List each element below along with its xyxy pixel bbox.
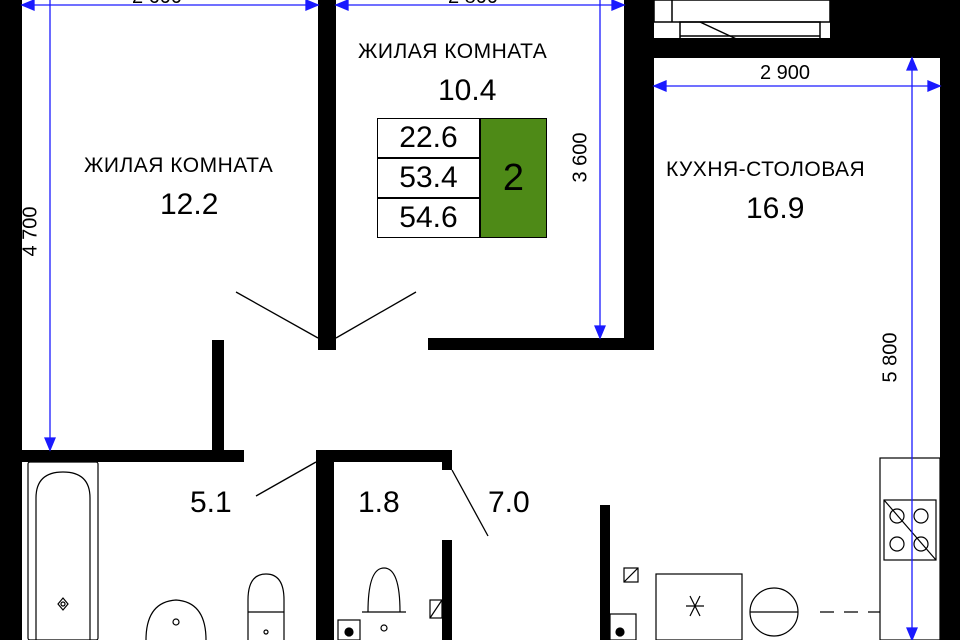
window-niche: [653, 0, 831, 51]
dim-top-left: 2 600: [132, 0, 182, 9]
wall-bath-top: [22, 450, 244, 462]
dim-right-height: 5 800: [879, 332, 902, 383]
door-middle-room: [335, 291, 417, 339]
wall-toilet-top: [316, 450, 452, 462]
living-area-value: 22.6: [377, 118, 480, 158]
wall-kitchen-bottom: [428, 338, 654, 350]
wall-toilet-top-stub: [442, 450, 452, 470]
room-name-kitchen: КУХНЯ-СТОЛОВАЯ: [666, 158, 866, 181]
wall-bath-stub: [212, 340, 224, 460]
dimension-lines: [20, 0, 942, 640]
dim-kitchen-width: 2 900: [760, 62, 811, 84]
wall-top-segment: [318, 0, 336, 350]
room-name-living-2: ЖИЛАЯ КОМНАТА: [358, 40, 548, 63]
wc-toilet: [367, 567, 401, 613]
door-left-room: [235, 291, 319, 339]
bath-fixtures: [145, 573, 285, 640]
stove: [883, 499, 937, 561]
wall-hall-right: [600, 505, 610, 640]
rooms-count-badge: 2: [480, 118, 547, 238]
bath-sink: [145, 599, 207, 640]
room-area-kitchen: 16.9: [746, 192, 805, 225]
kitchen-counter: [879, 457, 941, 640]
bathtub: [27, 461, 99, 640]
vent-toilet: [429, 599, 443, 619]
toilet-area: 1.8: [358, 486, 400, 519]
hall-area: 7.0: [488, 486, 530, 519]
riser-kitchen: [609, 613, 637, 640]
dim-middle-height: 3 600: [569, 132, 592, 183]
right-outer-wall: [940, 58, 960, 640]
wall-kitchen-left: [624, 96, 654, 350]
room-name-living-1: ЖИЛАЯ КОМНАТА: [84, 154, 274, 177]
room-area-living-1: 12.2: [160, 188, 219, 221]
kitchen-fixtures: [609, 457, 941, 640]
total-area-value: 53.4: [377, 158, 480, 198]
total-with-balcony-value: 54.6: [377, 198, 480, 238]
fan-symbol: [686, 595, 704, 617]
door-bathroom: [255, 461, 317, 497]
dim-top-middle: 2 800: [448, 0, 498, 9]
bathroom-area: 5.1: [190, 486, 232, 519]
toilet-fixtures: [337, 567, 443, 640]
wall-toilet-right: [442, 540, 452, 640]
left-outer-wall: [0, 0, 22, 640]
room-area-living-2: 10.4: [438, 74, 497, 107]
area-summary: 22.6 53.4 54.6 2: [377, 118, 547, 238]
dim-left-height: 4 700: [19, 206, 42, 257]
bath-toilet: [247, 573, 285, 640]
wall-top-far-right: [830, 0, 960, 58]
wall-toilet-left: [316, 450, 334, 640]
vent-kitchen: [623, 567, 639, 583]
door-swings: [235, 291, 489, 537]
door-toilet: [451, 469, 489, 537]
kitchen-cabinet: [655, 573, 743, 640]
